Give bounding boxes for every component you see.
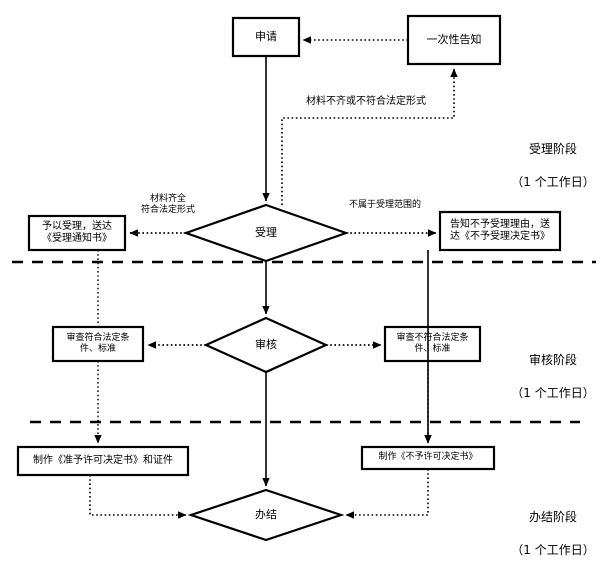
node-shape-accept	[182, 203, 350, 263]
node-shape-one-time-notice	[406, 14, 502, 66]
node-shape-review-pass	[51, 325, 145, 363]
node-shape-grant-doc	[16, 445, 190, 477]
node-shape-accept-yes	[27, 214, 127, 252]
edge-grant-to-complete	[89, 475, 187, 519]
node-shape-review	[203, 316, 329, 374]
edge-deny-to-complete	[345, 469, 429, 519]
node-shape-accept-no	[438, 210, 562, 252]
edge-incomplete-route	[281, 68, 458, 205]
node-shape-review-fail	[383, 325, 482, 363]
node-shape-deny-doc	[360, 445, 496, 471]
node-shape-complete	[187, 488, 345, 542]
node-shape-apply	[231, 16, 301, 58]
